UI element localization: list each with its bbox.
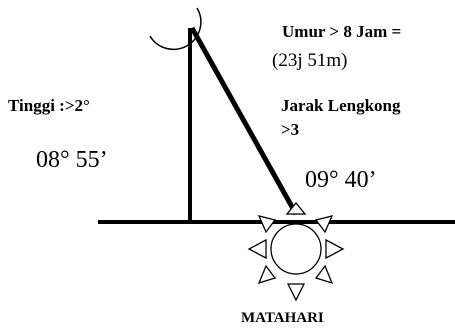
moon-age-value: (23j 51m) [272, 50, 348, 71]
elongation-value: 09° 40’ [305, 167, 377, 193]
sun-label: MATAHARI [241, 310, 324, 326]
elongation-line [189, 26, 299, 216]
altitude-label: Tinggi :>2° [8, 96, 90, 115]
sun-icon [247, 201, 345, 302]
elongation-label: Jarak Lengkong [281, 96, 401, 115]
elongation-label-line2: >3 [281, 120, 300, 139]
moon-age-label: Umur > 8 Jam = [282, 22, 402, 41]
altitude-value: 08° 55’ [36, 147, 108, 173]
crescent-moon-icon [149, 7, 202, 51]
